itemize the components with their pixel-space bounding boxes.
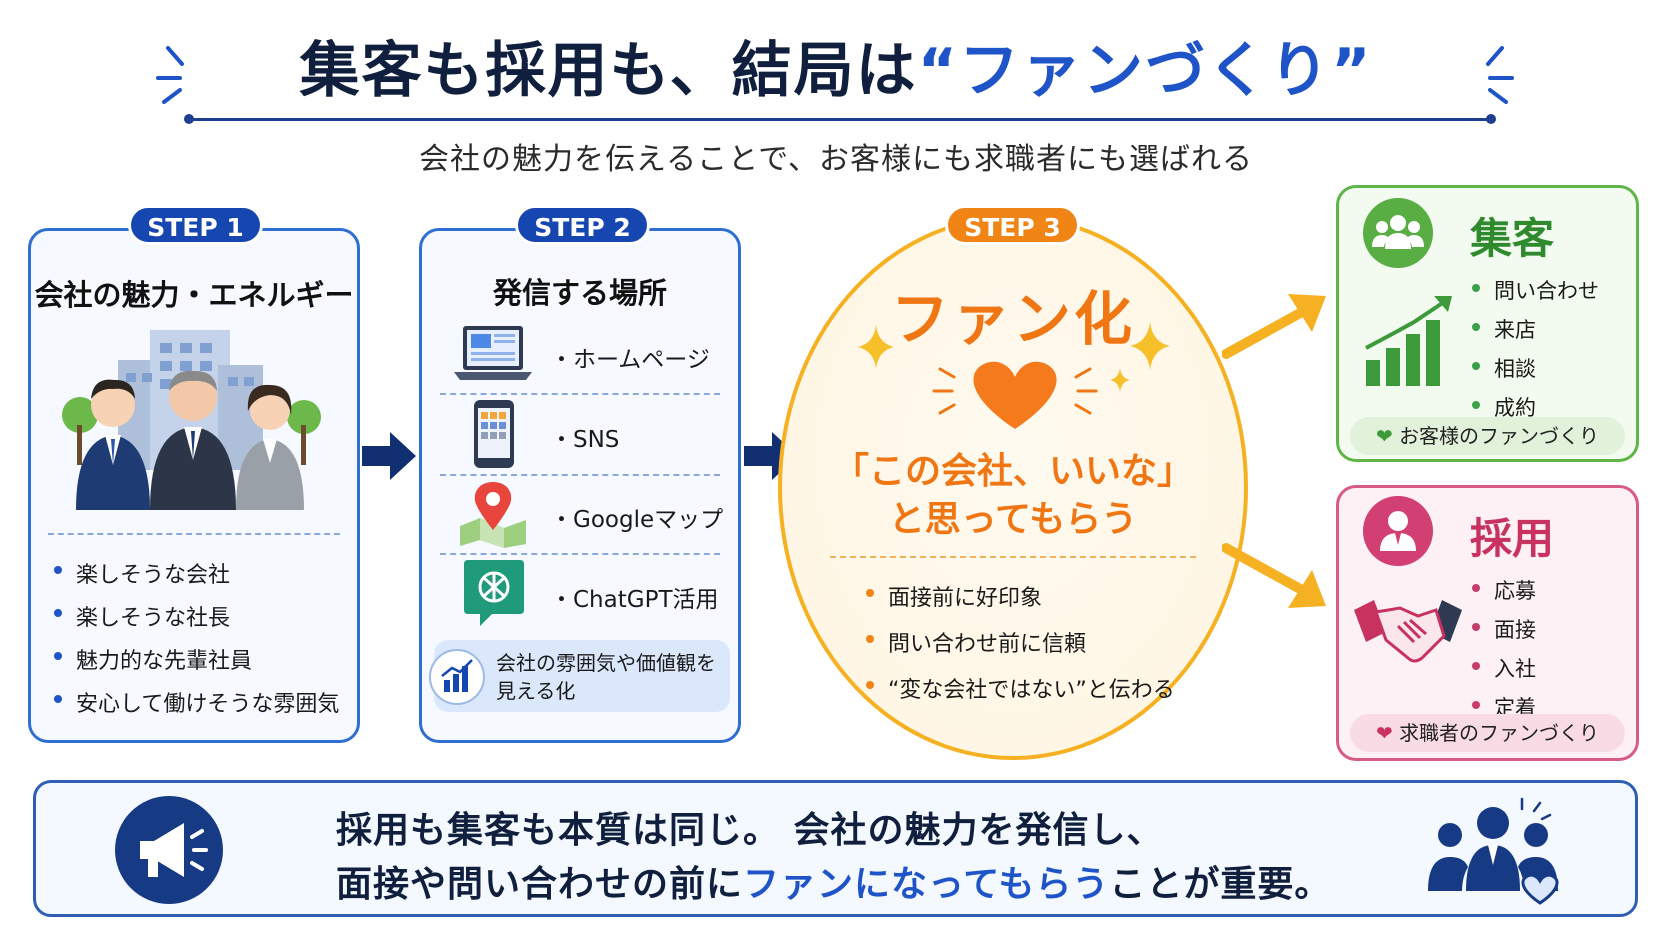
step3-quote: 「この会社、いいな」 と思ってもらう xyxy=(778,448,1248,544)
quote-line: と思ってもらう xyxy=(888,499,1138,540)
team-icon xyxy=(1428,797,1559,905)
list-item: 応募 xyxy=(1472,575,1536,605)
list-item: “変な会社ではない”と伝わる xyxy=(866,672,1175,704)
sparkle-icon xyxy=(1130,322,1170,370)
title-underline xyxy=(184,114,1496,124)
list-item: 楽しそうな社長 xyxy=(54,600,339,632)
growth-chart-icon xyxy=(1365,296,1452,386)
step3-divider xyxy=(830,556,1196,558)
person-icon xyxy=(1363,496,1433,566)
page-title: 集客も採用も、結局は“ファンづくり” xyxy=(0,22,1672,109)
source-label: ・ChatGPT活用 xyxy=(550,587,719,613)
list-item: 成約 xyxy=(1472,392,1599,422)
source-row-googlemap: ・Googleマップ xyxy=(440,476,723,554)
sparkle-icon xyxy=(1110,368,1130,392)
list-item: 問い合わせ前に信頼 xyxy=(866,626,1175,658)
step2-title: 発信する場所 xyxy=(492,276,667,310)
summary-text: ことが重要。 xyxy=(1109,864,1332,905)
group-icon xyxy=(1363,198,1433,268)
source-row-chatgpt: ・ChatGPT活用 xyxy=(440,556,719,634)
quote-line: 「この会社、いいな」 xyxy=(832,451,1193,492)
arrow-right-icon xyxy=(362,432,416,480)
summary-line-2: 面接や問い合わせの前にファンになってもらうことが重要。 xyxy=(336,855,1331,907)
laptop-icon xyxy=(454,326,532,380)
source-row-sns: ・SNS xyxy=(440,396,715,474)
step3-oval xyxy=(778,215,1248,760)
list-item: 安心して働けそうな雰囲気 xyxy=(54,686,339,718)
list-item: 面接前に好印象 xyxy=(866,580,1175,612)
result-hiring-title: 採用 xyxy=(1470,514,1555,563)
handshake-icon xyxy=(1354,600,1462,663)
list-item: 入社 xyxy=(1472,653,1536,683)
arrow-down-right-icon xyxy=(1222,543,1326,608)
step3-badge: STEP 3 xyxy=(945,205,1080,245)
megaphone-icon xyxy=(115,796,223,904)
step1-badge: STEP 1 xyxy=(128,205,263,245)
step3-title: ファン化 xyxy=(890,285,1135,353)
heart-icon: ❤ xyxy=(1375,721,1393,745)
result-hiring-bullets: 応募 面接 入社 定着 xyxy=(1472,575,1536,731)
list-item: 魅力的な先輩社員 xyxy=(54,643,339,675)
step3-bullets: 面接前に好印象 問い合わせ前に信頼 “変な会社ではない”と伝わる xyxy=(866,580,1175,715)
source-label: ・SNS xyxy=(550,427,620,453)
list-item: 楽しそうな会社 xyxy=(54,557,339,589)
source-label: ・Googleマップ xyxy=(550,507,724,533)
result-customers-tag: ❤ お客様のファンづくり xyxy=(1350,417,1625,455)
sparkle-right-icon xyxy=(1486,46,1514,104)
source-row-homepage: ・ホームページ xyxy=(440,316,715,394)
step2-divider xyxy=(440,393,720,395)
result-customers-title: 集客 xyxy=(1470,214,1555,263)
heart-icon: ❤ xyxy=(1375,424,1393,448)
summary-line-1: 採用も集客も本質は同じ。 会社の魅力を発信し、 xyxy=(336,810,1164,851)
tag-label: お客様のファンづくり xyxy=(1399,424,1600,448)
page-subtitle: 会社の魅力を伝えることで、お客様にも求職者にも選ばれる xyxy=(419,142,1253,177)
arrow-up-right-icon xyxy=(1222,294,1326,359)
list-item: 面接 xyxy=(1472,614,1536,644)
result-customers-bullets: 問い合わせ 来店 相談 成約 xyxy=(1472,275,1599,431)
result-hiring-tag: ❤ 求職者のファンづくり xyxy=(1350,714,1625,752)
company-people-illustration xyxy=(62,330,321,510)
sparkle-icon xyxy=(858,325,894,369)
summary-accent: ファンになってもらう xyxy=(743,864,1110,905)
summary-box: 採用も集客も本質は同じ。 会社の魅力を発信し、 面接や問い合わせの前にファンにな… xyxy=(33,780,1638,917)
source-label: ・ホームページ xyxy=(550,347,710,373)
map-pin-icon xyxy=(460,482,526,548)
list-item: 問い合わせ xyxy=(1472,275,1599,305)
step2-badge: STEP 2 xyxy=(515,205,650,245)
step2-divider xyxy=(440,474,720,476)
sparkle-left-icon xyxy=(156,46,184,104)
tag-label: 求職者のファンづくり xyxy=(1399,721,1600,745)
bar-chart-icon xyxy=(429,649,485,705)
list-item: 相談 xyxy=(1472,353,1599,383)
smartphone-icon xyxy=(474,400,514,468)
step1-divider xyxy=(48,533,340,535)
step2-note: 会社の雰囲気や価値観を 見える化 xyxy=(429,640,730,712)
summary-text: 面接や問い合わせの前に xyxy=(336,864,744,905)
title-accent: “ファンづくり” xyxy=(917,36,1373,106)
note-line: 会社の雰囲気や価値観を xyxy=(496,651,716,675)
list-item: 来店 xyxy=(1472,314,1599,344)
note-line: 見える化 xyxy=(496,679,576,703)
step1-bullets: 楽しそうな会社 楽しそうな社長 魅力的な先輩社員 安心して働けそうな雰囲気 xyxy=(54,557,339,729)
heart-icon xyxy=(932,361,1098,429)
step1-title: 会社の魅力・エネルギー xyxy=(34,278,354,312)
chatgpt-icon xyxy=(464,560,524,626)
step2-divider xyxy=(440,553,720,555)
title-main: 集客も採用も、結局は xyxy=(299,36,918,106)
